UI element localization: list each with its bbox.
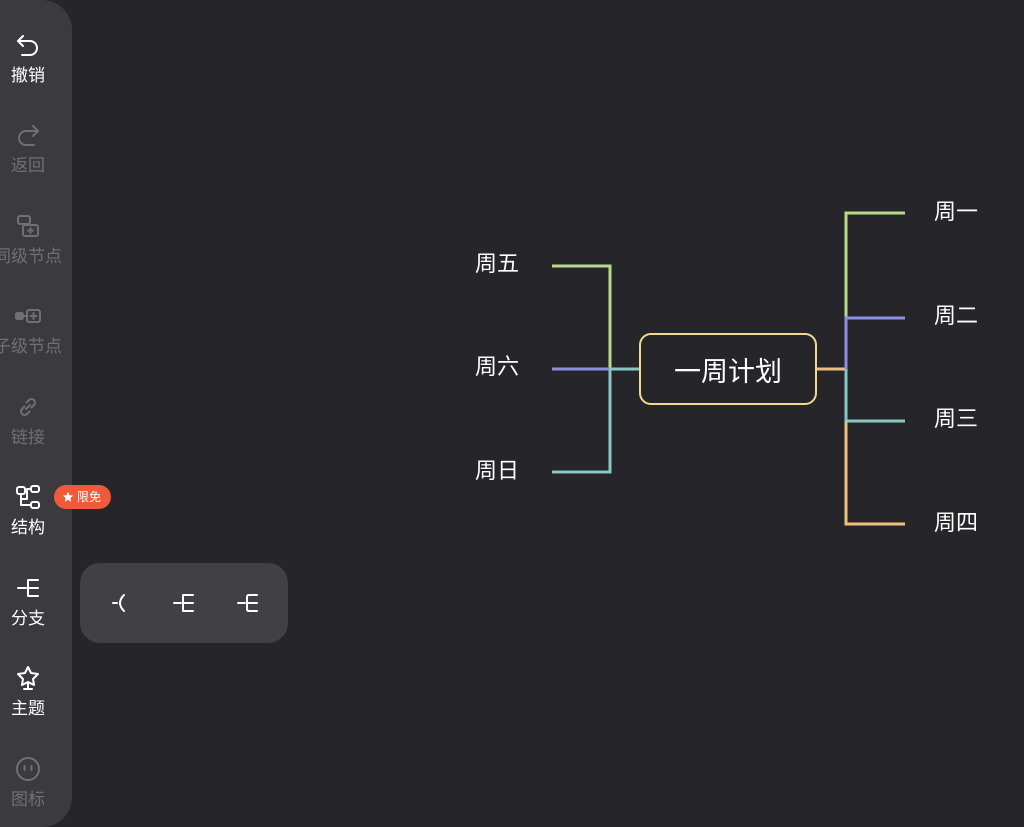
root-node[interactable]: 一周计划	[639, 333, 817, 405]
elbow-branch-icon[interactable]	[168, 587, 200, 619]
emoji-icon	[13, 754, 43, 784]
elbow-branch-icon[interactable]	[232, 587, 264, 619]
node-saturday[interactable]: 周六	[475, 355, 520, 380]
sibling-node-label: 同级节点	[0, 247, 62, 267]
branch-style-popup	[80, 563, 288, 643]
node-thursday[interactable]: 周四	[934, 511, 979, 536]
connector-tuesday	[844, 316, 905, 369]
root-node-label: 一周计划	[674, 356, 782, 388]
sibling-node-button[interactable]: 同级节点	[0, 211, 68, 291]
redo-label: 返回	[11, 156, 45, 176]
link-icon	[13, 392, 43, 422]
structure-button[interactable]: 结构	[0, 482, 68, 562]
connector-monday	[844, 211, 905, 318]
theme-icon	[13, 663, 43, 693]
connector-sunday	[552, 369, 612, 474]
node-monday[interactable]: 周一	[934, 200, 979, 225]
free-badge: 限免	[54, 485, 112, 509]
left-toolbar: 撤销 返回 同级节点	[0, 0, 72, 827]
node-wednesday[interactable]: 周三	[934, 407, 979, 432]
branch-label: 分支	[11, 609, 45, 629]
undo-button[interactable]: 撤销	[0, 30, 68, 110]
star-icon	[62, 491, 74, 502]
undo-icon	[13, 30, 43, 60]
connector-friday	[552, 264, 612, 369]
curve-branch-icon[interactable]	[104, 587, 136, 619]
structure-label: 结构	[11, 518, 45, 538]
link-button[interactable]: 链接	[0, 392, 68, 472]
theme-button[interactable]: 主题	[0, 663, 68, 743]
child-node-icon	[13, 301, 43, 331]
branch-button[interactable]: 分支	[0, 573, 68, 653]
child-node-button[interactable]: 子级节点	[0, 301, 68, 381]
branch-icon	[13, 573, 43, 603]
theme-label: 主题	[11, 699, 45, 719]
redo-icon	[13, 120, 43, 150]
sibling-node-icon	[13, 211, 43, 241]
node-sunday[interactable]: 周日	[475, 459, 520, 484]
redo-button[interactable]: 返回	[0, 120, 68, 200]
link-label: 链接	[11, 428, 45, 448]
child-node-label: 子级节点	[0, 337, 62, 357]
emoji-button[interactable]: 图标	[0, 754, 68, 827]
node-tuesday[interactable]: 周二	[934, 304, 979, 329]
undo-label: 撤销	[11, 66, 45, 86]
connector-thursday	[844, 421, 905, 526]
node-friday[interactable]: 周五	[475, 252, 520, 277]
connector-wednesday	[844, 369, 905, 423]
emoji-label: 图标	[11, 790, 45, 810]
free-badge-label: 限免	[77, 490, 102, 504]
structure-icon	[13, 482, 43, 512]
